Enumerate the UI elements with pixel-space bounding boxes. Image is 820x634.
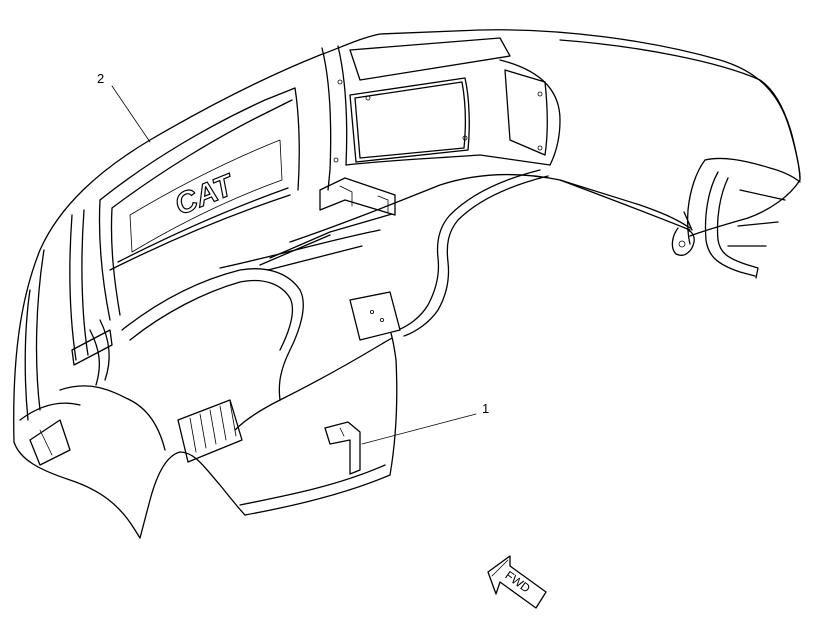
forward-direction-arrow: FWD: [487, 555, 547, 609]
cat-logo-text: CAT: [170, 168, 240, 222]
cat-emblem-panel: CAT: [24, 87, 300, 421]
center-bracket: [349, 291, 401, 341]
callout-1: 1: [361, 401, 489, 445]
callout-2: 2: [97, 71, 151, 143]
fender-latch: [671, 211, 695, 256]
rear-wall-panel: [319, 37, 561, 216]
rear-bracket: [324, 421, 361, 475]
louver-vents: [177, 399, 243, 463]
callout-2-label: 2: [97, 71, 104, 86]
lower-left-structure: [19, 319, 166, 466]
callout-1-label: 1: [482, 401, 489, 416]
fender-shell: [13, 29, 801, 539]
